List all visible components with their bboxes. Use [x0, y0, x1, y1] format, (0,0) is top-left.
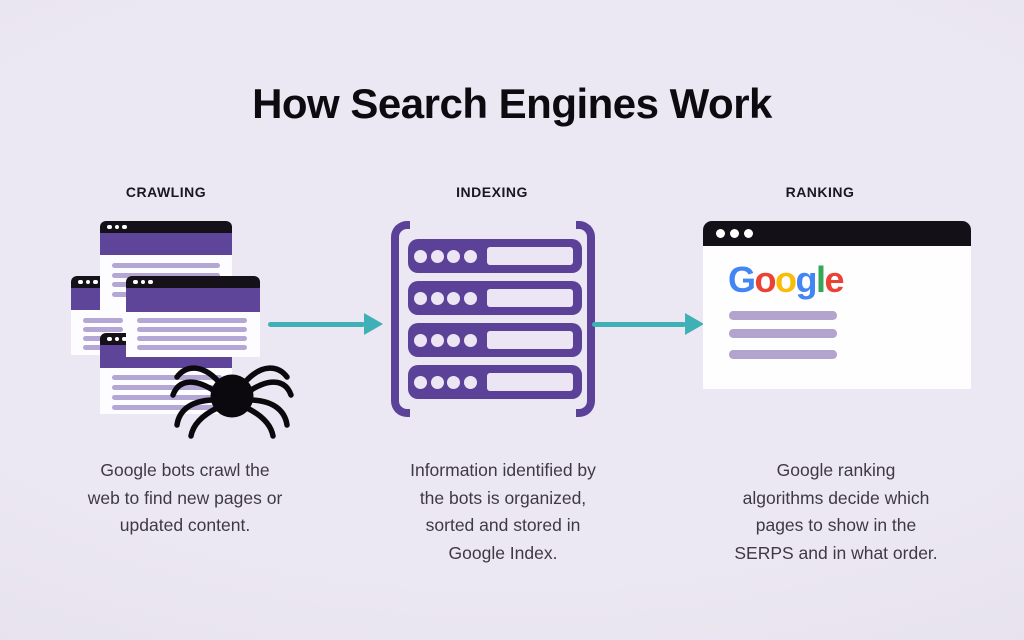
window-dot	[85, 279, 90, 285]
server-slot	[487, 373, 573, 391]
server-row	[408, 323, 582, 357]
text-line	[112, 404, 222, 410]
window-dot	[122, 336, 127, 342]
window-header	[100, 233, 232, 255]
server-dot	[463, 375, 477, 389]
serp-window: Google	[703, 221, 971, 389]
stage-label-indexing: INDEXING	[456, 184, 528, 200]
google-logo-letter: G	[728, 259, 756, 300]
stage-description-ranking: Google ranking algorithms decide which p…	[734, 460, 938, 563]
server-dot	[414, 291, 427, 305]
window-dot	[93, 279, 98, 285]
server-row	[408, 365, 582, 399]
window-dot	[140, 279, 145, 285]
google-logo-letter: l	[816, 259, 826, 300]
server-rack	[391, 221, 595, 417]
window-header	[126, 288, 260, 312]
window-titlebar	[126, 276, 260, 288]
window-dot	[78, 279, 83, 285]
text-line	[112, 385, 222, 390]
google-logo-letter: o	[775, 259, 797, 300]
stage-label-ranking: RANKING	[785, 184, 855, 200]
server-dot	[414, 333, 427, 347]
text-line	[83, 326, 123, 332]
stage-label-crawling: CRAWLING	[125, 184, 207, 200]
server-dot	[430, 333, 444, 347]
server-dot	[447, 375, 460, 389]
browser-window	[126, 276, 260, 357]
result-line	[729, 329, 837, 338]
google-logo-letter: g	[795, 259, 818, 300]
window-dot	[114, 336, 119, 342]
server-dot	[463, 249, 477, 263]
server-dot	[414, 249, 427, 263]
server-dot	[447, 333, 460, 347]
window-dot	[148, 279, 153, 285]
server-dot	[463, 291, 477, 305]
server-slot	[487, 331, 573, 349]
text-line	[112, 375, 222, 380]
text-line	[112, 395, 222, 400]
server-slot	[487, 247, 573, 265]
server-dot	[463, 333, 477, 347]
window-dot	[730, 229, 739, 238]
window-body: Google	[703, 246, 971, 389]
window-dot	[133, 279, 138, 285]
stage-description-indexing: Information identified by the bots is or…	[410, 460, 596, 563]
google-logo-letter: e	[824, 259, 845, 300]
window-titlebar	[100, 221, 232, 233]
text-line	[137, 335, 247, 341]
window-titlebar	[703, 221, 971, 246]
server-dot	[430, 375, 444, 389]
result-line	[729, 350, 837, 359]
arrow-head-icon	[685, 313, 704, 335]
window-dot	[122, 224, 127, 230]
server-slot	[487, 289, 573, 307]
arrow-head-icon	[364, 313, 383, 335]
text-line	[137, 344, 247, 350]
server-dot	[447, 249, 460, 263]
arrow-icon	[592, 321, 686, 327]
text-line	[137, 326, 247, 332]
server-row	[408, 239, 582, 273]
page-title: How Search Engines Work	[252, 80, 772, 127]
google-logo: Google	[728, 259, 845, 301]
window-dot	[744, 229, 753, 238]
window-dot	[107, 336, 112, 342]
window-dot	[114, 224, 119, 230]
bracket-left-icon	[391, 221, 410, 417]
server-dot	[430, 249, 444, 263]
text-line	[112, 263, 220, 268]
window-body	[126, 312, 260, 357]
window-dot	[716, 229, 725, 238]
server-dot	[414, 375, 427, 389]
spider-icon	[170, 365, 294, 439]
server-dot	[430, 291, 444, 305]
text-line	[137, 317, 247, 323]
text-line	[83, 317, 123, 323]
server-dot	[447, 291, 460, 305]
stage-description-crawling: Google bots crawl the web to find new pa…	[87, 460, 283, 535]
bracket-right-icon	[576, 221, 595, 417]
window-dot	[107, 224, 112, 230]
server-row	[408, 281, 582, 315]
text-line	[112, 272, 220, 278]
result-line	[729, 311, 837, 320]
google-logo-letter: o	[754, 259, 777, 300]
arrow-icon	[268, 321, 365, 327]
